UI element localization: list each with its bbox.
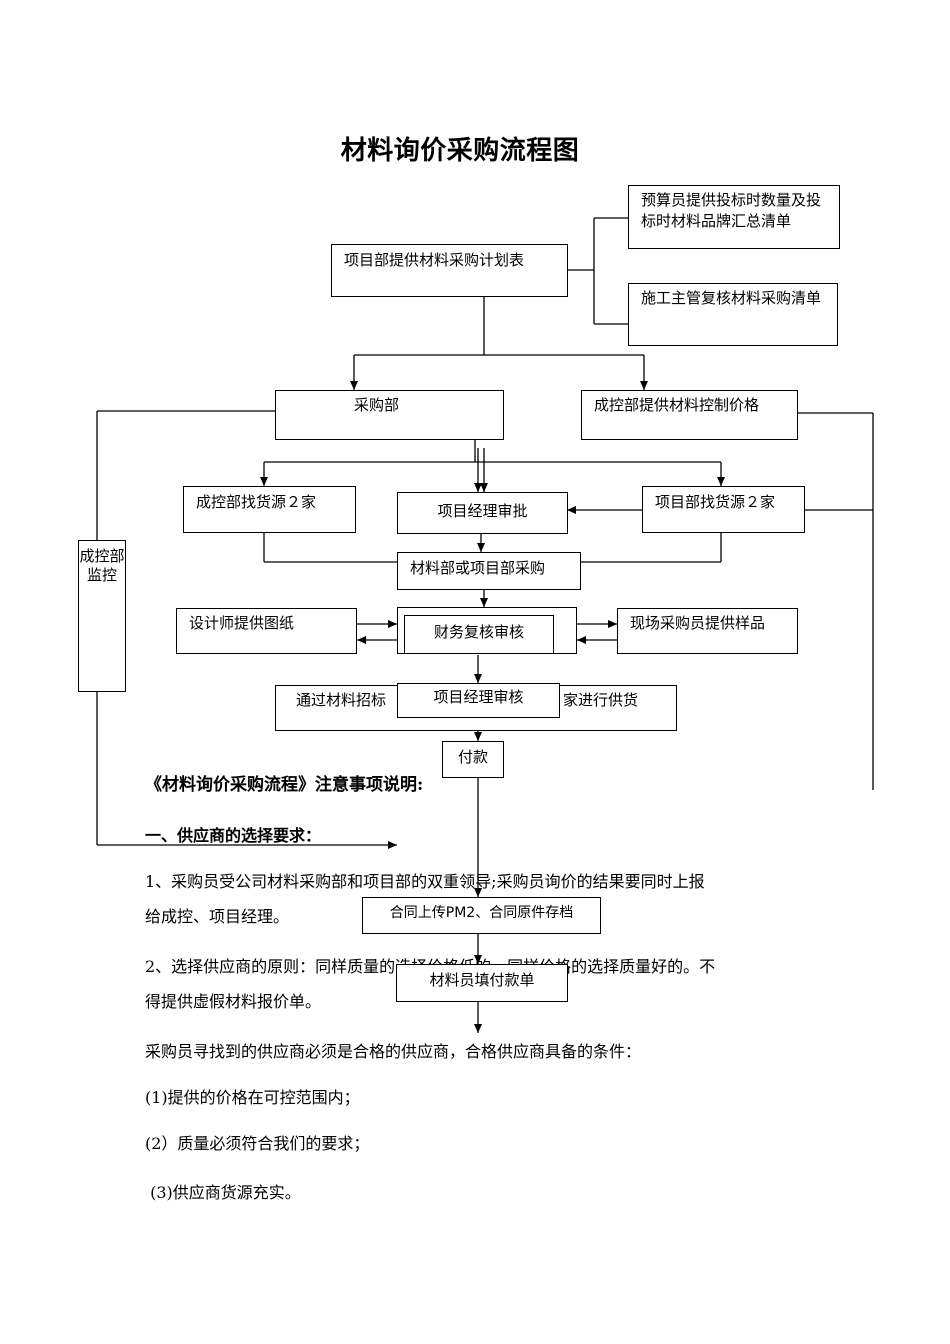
section-heading-supplier: 一、供应商的选择要求： <box>145 826 322 845</box>
flow-box-plan: 项目部提供材料采购计划表 <box>331 244 568 297</box>
note-paragraph-1a: 1、采购员受公司材料采购部和项目部的双重领导;采购员询价的结果要同时上报 <box>145 872 705 891</box>
flow-box-cost-control-source: 成控部找货源２家 <box>183 486 356 533</box>
flow-box-supervisor-review: 施工主管复核材料采购清单 <box>628 283 838 346</box>
flow-box-finance-review: 财务复核审核 <box>404 615 554 654</box>
flow-box-cost-control-price: 成控部提供材料控制价格 <box>581 390 798 440</box>
note-paragraph-3: 采购员寻找到的供应商必须是合格的供应商，合格供应商具备的条件： <box>145 1042 642 1061</box>
note-condition-3: (3)供应商货源充实。 <box>145 1183 301 1202</box>
note-paragraph-2b: 得提供虚假材料报价单。 <box>145 992 322 1011</box>
flow-box-pm-review: 项目经理审核 <box>397 683 560 718</box>
flow-box-project-source: 项目部找货源２家 <box>642 486 805 533</box>
note-condition-1: (1)提供的价格在可控范围内； <box>145 1088 360 1107</box>
flow-box-designer-drawings: 设计师提供图纸 <box>176 608 357 654</box>
page-title: 材料询价采购流程图 <box>340 136 580 166</box>
flow-box-payment-slip: 材料员填付款单 <box>396 964 568 1002</box>
flow-box-material-purchase: 材料部或项目部采购 <box>397 552 581 590</box>
flow-box-budget-list: 预算员提供投标时数量及投标时材料品牌汇总清单 <box>628 185 840 249</box>
tender-text-right: 家进行供货 <box>563 691 639 709</box>
flow-box-contract-archive: 合同上传PM2、合同原件存档 <box>362 897 601 934</box>
tender-text-left: 通过材料招标 <box>296 691 387 709</box>
note-condition-2: (2）质量必须符合我们的要求； <box>145 1134 370 1153</box>
flow-box-cost-control-monitor: 成控部监控 <box>78 540 126 692</box>
flow-box-pm-approval: 项目经理审批 <box>397 492 568 534</box>
notes-heading: 《材料询价采购流程》注意事项说明: <box>145 775 424 795</box>
flow-box-purchase-dept: 采购部 <box>275 390 504 440</box>
flow-box-site-samples: 现场采购员提供样品 <box>617 608 798 654</box>
flow-box-payment: 付款 <box>442 741 504 778</box>
note-paragraph-1b: 给成控、项目经理。 <box>145 907 290 926</box>
